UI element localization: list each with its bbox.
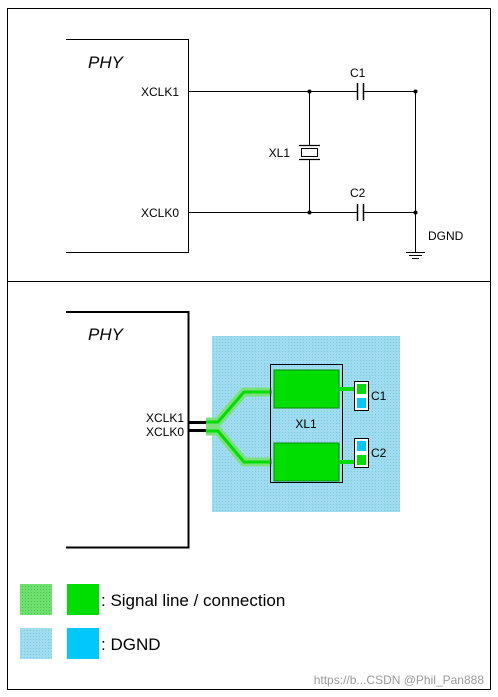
capacitor-c2-symbol [356, 204, 365, 221]
junction-dot [413, 210, 418, 215]
signal-trace-xclk1 [206, 387, 272, 427]
junction-dot [307, 210, 312, 215]
layout-pin-xclk1: XCLK1 [146, 411, 184, 425]
pcb-layout: PHY XCLK1 XCLK0 XL1 C1 [66, 311, 400, 549]
schematic-panel [7, 8, 491, 282]
schematic-pin-xclk0: XCLK0 [141, 206, 179, 220]
layout-c2-label: C2 [371, 446, 387, 460]
legend-signal-solid-swatch [67, 584, 99, 615]
legend-signal-pour-swatch [20, 584, 52, 615]
phy-block-outline [66, 39, 189, 253]
capacitor-c2-footprint [354, 438, 369, 468]
capacitor-c1-symbol [356, 83, 365, 100]
layout-phy-label: PHY [88, 325, 125, 344]
schematic: PHY XCLK1 XCLK0 C1 C2 [66, 39, 464, 259]
layout-panel [7, 281, 491, 690]
layout-c1-label: C1 [371, 389, 387, 403]
signal-trace-xclk0 [206, 426, 272, 467]
schematic-phy-label: PHY [88, 53, 125, 72]
legend-dgnd-text: : DGND [101, 635, 161, 654]
schematic-c1-label: C1 [350, 66, 366, 80]
crystal-pad-bottom [273, 442, 340, 482]
junction-dot [307, 89, 312, 94]
crystal-pad-top [273, 369, 340, 409]
schematic-pin-xclk1: XCLK1 [141, 85, 179, 99]
schematic-c2-label: C2 [350, 186, 366, 200]
legend: : Signal line / connection : DGND [20, 584, 285, 659]
legend-dgnd-pour-swatch [20, 628, 52, 659]
layout-xl1-label: XL1 [295, 417, 317, 431]
layout-pin-xclk0: XCLK0 [146, 425, 184, 439]
legend-dgnd-solid-swatch [67, 628, 99, 659]
watermark: https://b...CSDN @Phil_Pan888 [314, 673, 485, 687]
schematic-xl1-label: XL1 [269, 146, 291, 160]
crystal-xl1-symbol [299, 144, 320, 161]
schematic-dgnd-label: DGND [428, 229, 464, 243]
legend-signal-text: : Signal line / connection [101, 591, 285, 610]
capacitor-c1-footprint [354, 381, 369, 411]
crystal-xl1-outline [270, 364, 343, 483]
ground-symbol [406, 252, 425, 259]
junction-dot [413, 89, 418, 94]
